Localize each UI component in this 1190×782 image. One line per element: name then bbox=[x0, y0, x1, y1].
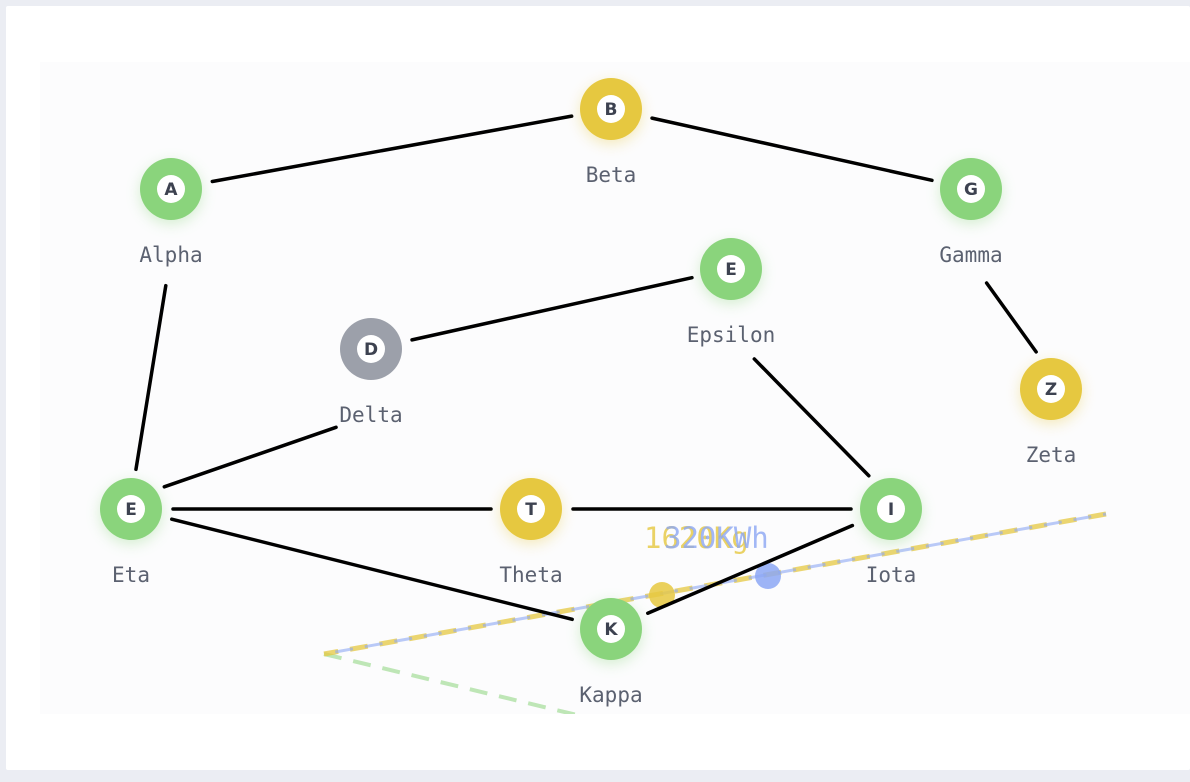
node-label: Kappa bbox=[579, 683, 642, 707]
edge-et-k bbox=[169, 517, 574, 622]
node-letter: A bbox=[164, 180, 178, 200]
edge-a-et bbox=[134, 283, 168, 472]
node-epsilon[interactable]: E Epsilon bbox=[687, 238, 776, 347]
node-letter: E bbox=[125, 500, 137, 520]
node-label: Gamma bbox=[939, 243, 1002, 267]
node-core bbox=[517, 495, 545, 523]
node-gamma[interactable]: G Gamma bbox=[939, 158, 1003, 267]
edge-d-et bbox=[162, 425, 338, 489]
edge-i-k bbox=[646, 523, 855, 615]
node-core bbox=[117, 495, 145, 523]
node-label: Theta bbox=[499, 563, 562, 587]
node-letter: Z bbox=[1045, 380, 1057, 400]
node-label: Iota bbox=[866, 563, 917, 587]
flow-path-green bbox=[323, 652, 582, 714]
flow-label-blue: 320KWh bbox=[664, 521, 769, 555]
edge-ep-i bbox=[752, 357, 871, 478]
edge-layer bbox=[134, 114, 1038, 622]
node-core bbox=[157, 175, 185, 203]
node-letter: G bbox=[964, 180, 978, 200]
flow-marker-yellow bbox=[649, 582, 675, 608]
node-core bbox=[957, 175, 985, 203]
edge-g-z bbox=[984, 281, 1038, 354]
node-core bbox=[1037, 375, 1065, 403]
node-core bbox=[357, 335, 385, 363]
node-letter: T bbox=[525, 500, 537, 520]
node-label: Alpha bbox=[139, 243, 202, 267]
node-delta[interactable]: D Delta bbox=[339, 318, 403, 427]
edge-b-g bbox=[650, 116, 934, 183]
node-alpha[interactable]: A Alpha bbox=[139, 158, 203, 267]
flow-path-blue bbox=[323, 512, 1107, 656]
flow-marker-blue bbox=[755, 563, 781, 589]
node-label: Beta bbox=[586, 163, 637, 187]
node-letter: E bbox=[725, 260, 737, 280]
node-label: Eta bbox=[112, 563, 150, 587]
node-kappa[interactable]: K Kappa bbox=[579, 598, 643, 707]
node-label: Zeta bbox=[1026, 443, 1077, 467]
node-eta[interactable]: E Eta bbox=[100, 478, 162, 587]
node-iota[interactable]: I Iota bbox=[860, 478, 922, 587]
flow-label-yellow: 1620Kg bbox=[644, 521, 749, 555]
node-letter: B bbox=[605, 100, 618, 120]
node-layer: AAlphaBBetaGGammaDDeltaEEpsilonZZetaEEta… bbox=[100, 78, 1082, 707]
node-core bbox=[597, 95, 625, 123]
node-letter: D bbox=[364, 340, 378, 360]
node-core bbox=[717, 255, 745, 283]
node-label: Delta bbox=[339, 403, 402, 427]
edge-d-ep bbox=[410, 275, 694, 342]
edge-a-b bbox=[210, 114, 574, 184]
node-letter: I bbox=[888, 500, 894, 520]
node-label: Epsilon bbox=[687, 323, 776, 347]
node-beta[interactable]: B Beta bbox=[580, 78, 642, 187]
node-zeta[interactable]: Z Zeta bbox=[1020, 358, 1082, 467]
node-core bbox=[877, 495, 905, 523]
node-letter: K bbox=[604, 620, 618, 640]
node-core bbox=[597, 615, 625, 643]
node-theta[interactable]: T Theta bbox=[499, 478, 563, 587]
